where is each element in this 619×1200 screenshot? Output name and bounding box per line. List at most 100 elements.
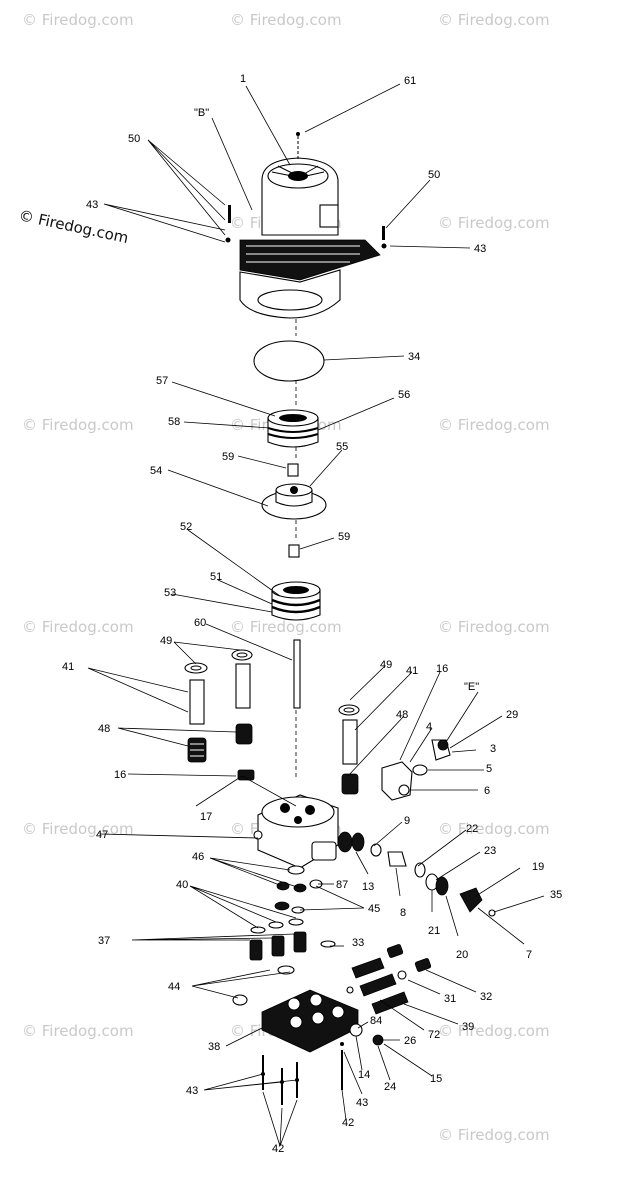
- part-label: 43: [86, 199, 98, 211]
- watermark: © Firedog.com: [438, 1126, 550, 1144]
- upper-seal-housing: [267, 409, 319, 448]
- part-label: 45: [368, 903, 380, 915]
- part-label: 50: [128, 133, 140, 145]
- part-label: 59: [222, 451, 234, 463]
- part-label: 37: [98, 935, 110, 947]
- part-label: 1: [240, 73, 246, 85]
- part-label: 8: [400, 907, 406, 919]
- part-label: 46: [192, 851, 204, 863]
- part-label: 7: [526, 949, 532, 961]
- watermark: © Firedog.com: [438, 1022, 550, 1040]
- part-label: 61: [404, 75, 416, 87]
- part-label: 72: [428, 1029, 440, 1041]
- part-label: 22: [466, 823, 478, 835]
- part-label: 6: [484, 785, 490, 797]
- part-label: 50: [428, 169, 440, 181]
- shaft: [293, 639, 301, 709]
- part-label: 26: [404, 1035, 416, 1047]
- part-label: 58: [168, 416, 180, 428]
- part-label: 59: [338, 531, 350, 543]
- part-labels: 1 61 "B" 50 50 43 43 34 57 56 58 59 55 5…: [62, 73, 562, 1155]
- watermark: © Firedog.com: [438, 820, 550, 838]
- pistons: [184, 649, 360, 765]
- motor-assembly: [225, 132, 387, 319]
- part-label: 21: [428, 925, 440, 937]
- part-label: 16: [114, 769, 126, 781]
- part-label: 42: [342, 1117, 354, 1129]
- part-label: 5: [486, 763, 492, 775]
- part-label: 49: [380, 659, 392, 671]
- part-label: 20: [456, 949, 468, 961]
- part-label: 32: [480, 991, 492, 1003]
- part-label: 24: [384, 1081, 396, 1093]
- part-label: 16: [436, 663, 448, 675]
- part-label: 23: [484, 845, 496, 857]
- part-label: 48: [98, 723, 110, 735]
- part-label: 40: [176, 879, 188, 891]
- discharge-valves: [346, 944, 432, 1015]
- watermark: © Firedog.com: [230, 618, 342, 636]
- part-label: 31: [444, 993, 456, 1005]
- watermark: © Firedog.com: [438, 11, 550, 29]
- part-label: 87: [336, 879, 348, 891]
- part-label: 33: [352, 937, 364, 949]
- part-label: 44: [168, 981, 180, 993]
- part-label: "B": [194, 107, 209, 119]
- pin: [288, 544, 300, 558]
- watermark: © Firedog.com: [438, 214, 550, 232]
- unloader-valve: [351, 832, 496, 917]
- part-label: 15: [430, 1073, 442, 1085]
- part-label: 43: [356, 1097, 368, 1109]
- o-ring: [253, 340, 325, 382]
- part-label: 56: [398, 389, 410, 401]
- part-label: 17: [200, 811, 212, 823]
- bolts: [261, 1042, 344, 1105]
- watermark: © Firedog.com: [22, 820, 134, 838]
- leader-lines: [87, 83, 545, 1147]
- watermark: © Firedog.com: [230, 11, 342, 29]
- part-label: 52: [180, 521, 192, 533]
- part-label: 13: [362, 881, 374, 893]
- part-label: 43: [186, 1085, 198, 1097]
- part-label: 49: [160, 635, 172, 647]
- watermark: © Firedog.com: [22, 11, 134, 29]
- part-label: 84: [370, 1015, 382, 1027]
- part-label: 9: [404, 815, 410, 827]
- part-label: 38: [208, 1041, 220, 1053]
- lower-seal-housing: [271, 581, 321, 621]
- bearing-plate: [261, 483, 327, 520]
- part-label: 53: [164, 587, 176, 599]
- watermark: © Firedog.com: [22, 1022, 134, 1040]
- part-label: 19: [532, 861, 544, 873]
- pump-body: [253, 794, 353, 869]
- watermark: © Firedog.com: [22, 618, 134, 636]
- part-label: 54: [150, 465, 162, 477]
- part-label: 42: [272, 1143, 284, 1155]
- springs: [187, 723, 359, 795]
- part-label: 34: [408, 351, 420, 363]
- pin: [287, 463, 299, 477]
- part-label: 29: [506, 709, 518, 721]
- part-label: 60: [194, 617, 206, 629]
- part-label: 41: [62, 661, 74, 673]
- part-label: 57: [156, 375, 168, 387]
- part-label: 47: [96, 829, 108, 841]
- watermark: © Firedog.com: [438, 416, 550, 434]
- part-label: 41: [406, 665, 418, 677]
- valve-springs: [232, 918, 336, 1006]
- part-label: 51: [210, 571, 222, 583]
- watermark: © Firedog.com: [438, 618, 550, 636]
- seals: [274, 865, 323, 914]
- watermark: © Firedog.com: [22, 416, 134, 434]
- part-label: "E": [464, 681, 479, 693]
- part-label: 48: [396, 709, 408, 721]
- bypass-valve: [381, 739, 451, 801]
- part-label: 39: [462, 1021, 474, 1033]
- manifold: [261, 989, 384, 1053]
- watermark-main: © Firedog.com: [17, 206, 130, 247]
- part-label: 55: [336, 441, 348, 453]
- part-label: 3: [490, 743, 496, 755]
- part-label: 4: [426, 721, 432, 733]
- part-label: 14: [358, 1069, 370, 1081]
